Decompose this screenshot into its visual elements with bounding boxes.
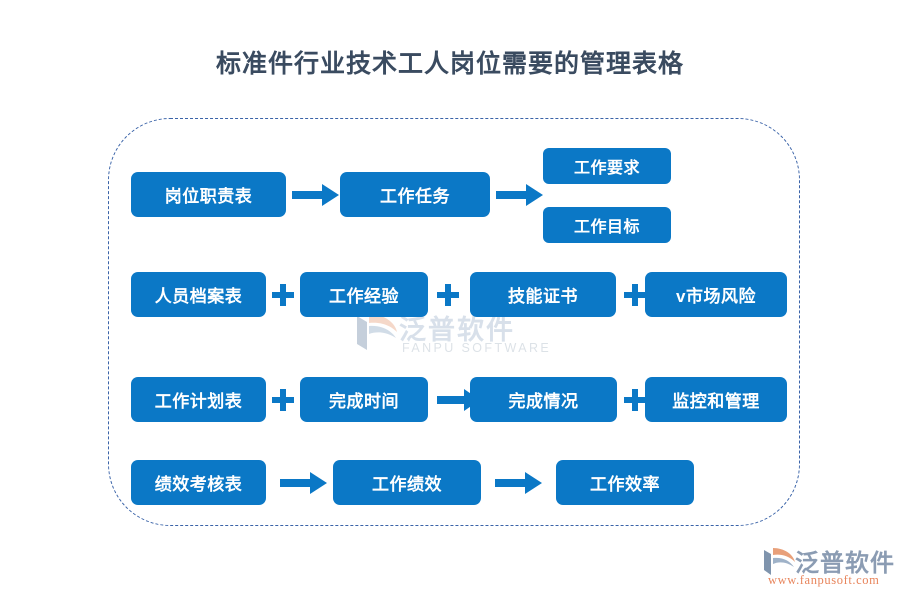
logo-cn-text: 泛普软件: [795, 550, 895, 577]
plus-row3-0-icon: [272, 389, 294, 411]
arrow-row3-1-icon: [437, 389, 480, 411]
node-row3-1[interactable]: 完成时间: [300, 377, 428, 422]
arrow-row1-0-icon: [292, 184, 339, 206]
node-row4-1[interactable]: 工作绩效: [333, 460, 481, 505]
page-title: 标准件行业技术工人岗位需要的管理表格: [215, 50, 684, 78]
node-row1-0[interactable]: 岗位职责表: [131, 172, 286, 217]
node-row3-3[interactable]: 监控和管理: [645, 377, 787, 422]
node-row1-1[interactable]: 工作任务: [340, 172, 490, 217]
plus-row2-2-icon: [624, 284, 646, 306]
node-row1-3[interactable]: 工作目标: [543, 207, 671, 243]
arrow-row4-0-icon: [280, 472, 327, 494]
arrow-row4-1-icon: [495, 472, 542, 494]
arrow-row1-1-icon: [496, 184, 543, 206]
node-row2-3[interactable]: v市场风险: [645, 272, 787, 317]
logo-url-text: www.fanpusoft.com: [768, 573, 880, 587]
plus-row2-0-icon: [272, 284, 294, 306]
fanpu-brand-mark-icon: [764, 548, 795, 575]
node-row4-2[interactable]: 工作效率: [556, 460, 694, 505]
node-row2-2[interactable]: 技能证书: [470, 272, 616, 317]
node-row2-1[interactable]: 工作经验: [300, 272, 428, 317]
fanpu-logo: 泛普软件 www.fanpusoft.com: [762, 543, 897, 595]
node-row3-0[interactable]: 工作计划表: [131, 377, 266, 422]
node-row2-0[interactable]: 人员档案表: [131, 272, 266, 317]
dashed-container-frame: [108, 118, 800, 526]
plus-row3-2-icon: [624, 389, 646, 411]
plus-row2-1-icon: [437, 284, 459, 306]
node-row4-0[interactable]: 绩效考核表: [131, 460, 266, 505]
node-row1-2[interactable]: 工作要求: [543, 148, 671, 184]
node-row3-2[interactable]: 完成情况: [470, 377, 617, 422]
